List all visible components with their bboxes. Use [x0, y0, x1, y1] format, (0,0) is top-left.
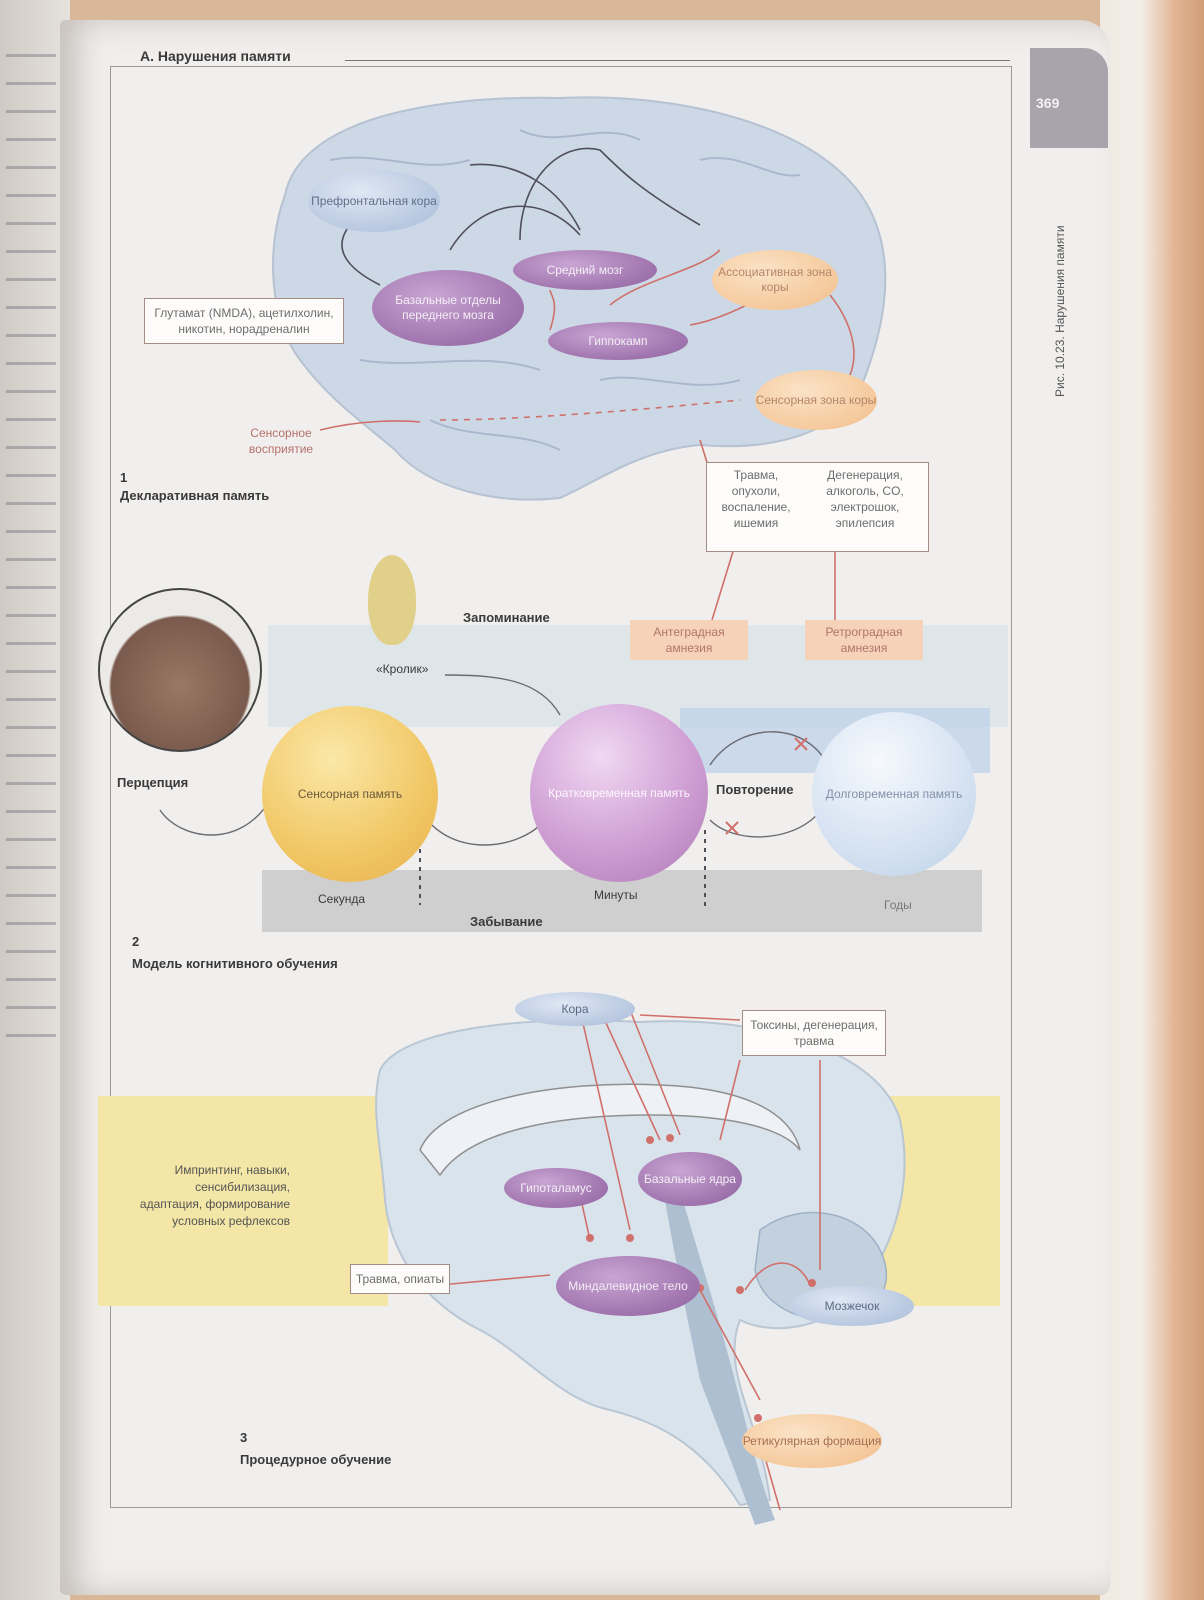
anterograde-amnesia-tag: Антеградная амнезия [630, 620, 748, 660]
trauma-opiates-box: Травма, опиаты [350, 1264, 450, 1294]
page-number-tab [1030, 48, 1108, 148]
repetition-label: Повторение [716, 782, 794, 797]
anterograde-causes-box: Травма, опухоли, воспаление, ишемия [706, 462, 805, 552]
panel1-number: 1 [120, 470, 128, 485]
facing-page [0, 0, 70, 1600]
sensory-perception-label: Сенсорное восприятие [248, 426, 314, 456]
retrograde-amnesia-tag: Ретроградная амнезия [805, 620, 923, 660]
figure-title: A. Нарушения памяти [140, 48, 291, 64]
neurotransmitters-box: Глутамат (NMDA), ацетилхолин, никотин, н… [144, 298, 344, 344]
corpus-callosum [419, 1083, 801, 1177]
rabbit-portrait [98, 588, 262, 752]
node-cerebellum: Мозжечок [790, 1286, 914, 1326]
figure-frame [110, 66, 1012, 1508]
node-sensory-cortex: Сенсорная зона коры [755, 370, 877, 430]
years-label: Годы [884, 898, 912, 912]
second-label: Секунда [318, 892, 366, 906]
sensory-memory-sphere: Сенсорная память [262, 706, 438, 882]
perception-label: Перцепция [117, 775, 189, 790]
side-caption: Рис. 10.23. Нарушения памяти [1053, 225, 1067, 397]
background-hand [1100, 0, 1204, 1600]
node-basal-ganglia: Базальные ядра [638, 1152, 742, 1206]
long-term-memory-sphere: Долговременная память [812, 712, 976, 876]
node-basal-forebrain: Базальные отделы переднего мозга [372, 270, 524, 346]
short-term-memory-sphere: Кратковременная память [530, 704, 708, 882]
node-reticular-formation: Ретикулярная формация [742, 1414, 882, 1468]
panel3-number: 3 [240, 1430, 248, 1445]
node-cortex: Кора [515, 992, 635, 1026]
panel2-caption: Модель когнитивного обучения [132, 956, 338, 971]
rabbit-word-label: «Кролик» [376, 662, 429, 676]
toxins-box: Токсины, дегенерация, травма [742, 1010, 886, 1056]
node-amygdala: Миндалевидное тело [556, 1256, 700, 1316]
forgetting-label: Забывание [470, 914, 543, 929]
retrograde-causes-box: Дегенерация, алкоголь, CO, электрошок, э… [802, 462, 929, 552]
node-midbrain: Средний мозг [513, 250, 657, 290]
node-association-cortex: Ассоциативная зона коры [712, 250, 838, 310]
yellow-band-left [98, 1096, 388, 1306]
title-rule [345, 60, 1010, 61]
facing-page-text [6, 40, 56, 1040]
node-hypothalamus: Гипоталамус [504, 1168, 608, 1208]
minutes-label: Минуты [594, 888, 638, 902]
panel3-caption: Процедурное обучение [240, 1452, 392, 1467]
panel1-caption: Декларативная память [120, 488, 270, 503]
node-prefrontal-cortex: Префронтальная кора [308, 170, 440, 232]
page-number: 369 [1036, 95, 1060, 111]
panel2-number: 2 [132, 934, 140, 949]
imprinting-text: Импринтинг, навыки, сенсибилизация, адап… [139, 1163, 290, 1228]
node-hippocampus: Гиппокамп [548, 322, 688, 360]
brain-gyri [329, 129, 801, 451]
rabbit-sketch-icon [368, 555, 416, 645]
remembering-label: Запоминание [463, 610, 550, 625]
